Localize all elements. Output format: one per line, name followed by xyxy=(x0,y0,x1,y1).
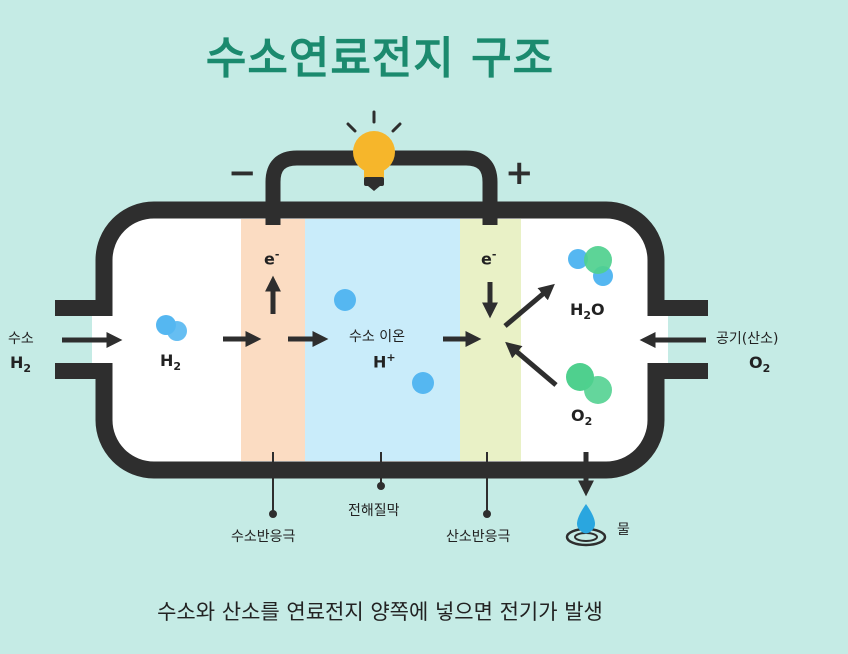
hydrogen-molecule-icon xyxy=(156,315,187,341)
membrane-pointer-dot xyxy=(377,482,385,490)
oxygen-molecule-icon xyxy=(566,363,612,404)
water-formation-arrow xyxy=(503,283,555,328)
hydrogen-ion-formula: H+ xyxy=(373,351,396,372)
positive-terminal-sign: + xyxy=(505,153,534,193)
electrolyte-membrane-layer xyxy=(305,219,460,461)
anode-pointer-dot xyxy=(269,510,277,518)
electron-label-anode: e- xyxy=(264,248,280,269)
cathode-pointer-dot xyxy=(483,510,491,518)
hydrogen-molecule-label: H2 xyxy=(160,351,182,374)
air-inlet-formula: O2 xyxy=(749,353,771,376)
air-inlet-label: 공기(산소) xyxy=(716,331,779,347)
hydrogen-ion-icon xyxy=(334,289,356,311)
summary-caption: 수소와 산소를 연료전지 양쪽에 넣으면 전기가 발생 xyxy=(157,600,603,624)
anode-label: 수소반응극 xyxy=(231,529,296,545)
negative-terminal-sign: − xyxy=(228,153,257,193)
electrolyte-membrane-label: 전해질막 xyxy=(348,503,400,519)
page-title: 수소연료전지 구조 xyxy=(205,33,555,84)
electron-label-cathode: e- xyxy=(481,248,497,269)
water-molecule-icon xyxy=(568,246,613,286)
water-output-label: 물 xyxy=(617,522,630,538)
light-bulb-icon xyxy=(346,110,402,191)
hydrogen-ion-label: 수소 이온 xyxy=(349,329,405,345)
hydrogen-inlet-formula: H2 xyxy=(10,353,32,376)
water-molecule-label: H2O xyxy=(570,300,605,323)
water-droplet-icon xyxy=(565,504,607,547)
hydrogen-inlet-label: 수소 xyxy=(8,331,34,347)
oxygen-to-cathode-arrow xyxy=(505,341,558,387)
cathode-label: 산소반응극 xyxy=(446,529,511,545)
oxygen-molecule-label: O2 xyxy=(571,406,593,429)
hydrogen-ion-icon-2 xyxy=(412,372,434,394)
